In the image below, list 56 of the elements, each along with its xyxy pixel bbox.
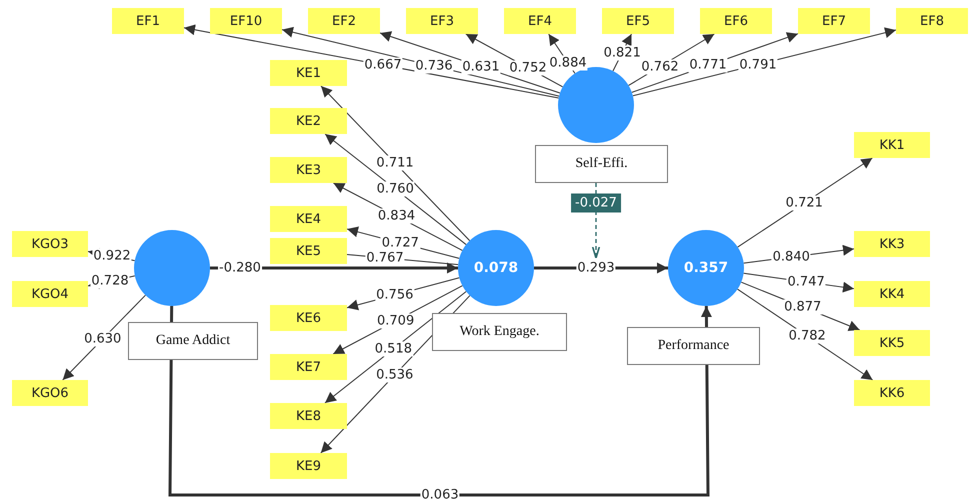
edge-label: 0.536	[375, 368, 414, 382]
indicator-box: KE8	[270, 403, 347, 429]
r-squared-value: 0.078	[472, 259, 520, 277]
indicator-box: EF4	[504, 8, 576, 34]
construct-label: Self-Effi.	[535, 145, 668, 183]
edge-label: 0.884	[548, 56, 588, 70]
edge-label: 0.756	[375, 288, 414, 302]
edge-label: 0.834	[376, 208, 416, 224]
indicator-box: KE9	[270, 453, 347, 479]
indicator-box: EF1	[112, 8, 184, 34]
indicator-box: KE1	[270, 60, 347, 86]
indicator-box: EF8	[896, 8, 968, 34]
arrow	[320, 86, 470, 242]
indicator-box: KE7	[270, 354, 347, 380]
indicator-box: KE3	[270, 157, 347, 183]
indicator-box: KK1	[854, 132, 930, 158]
indicator-box: KK5	[854, 330, 930, 356]
edge-label: 0.821	[602, 45, 642, 60]
edge-label: 0.518	[374, 342, 413, 356]
indicator-box: EF10	[210, 8, 282, 34]
construct-label: Performance	[627, 327, 760, 365]
indicator-box: KGO3	[12, 231, 88, 257]
edge-label: 0.711	[375, 156, 415, 170]
indicator-box: KE2	[270, 108, 347, 134]
edge-label: -0.027	[571, 194, 621, 212]
edge-label: 0.791	[738, 57, 778, 72]
edge-label: 0.736	[414, 58, 454, 74]
edge-label: 0.631	[461, 59, 501, 74]
indicator-box: KE5	[270, 238, 347, 264]
indicator-box: EF6	[700, 8, 772, 34]
indicator-box: KK6	[854, 380, 930, 406]
edge-label: 0.630	[83, 332, 122, 346]
edge-label: 0.709	[376, 314, 416, 328]
indicator-box: EF7	[798, 8, 870, 34]
indicator-box: KE4	[270, 206, 347, 232]
edge-label: 0.721	[784, 196, 824, 210]
edge-label: 0.760	[376, 182, 415, 196]
indicator-box: KE6	[270, 305, 347, 331]
construct-label: Game Addict	[128, 322, 258, 360]
indicator-box: KK4	[854, 281, 930, 307]
edge-label: 0.727	[380, 236, 420, 250]
indicator-box: KGO4	[12, 281, 88, 307]
edge-label: 0.752	[508, 60, 548, 76]
edge-label: 0.782	[788, 328, 827, 344]
edge-label: 0.728	[90, 274, 130, 289]
edge-label: 0.877	[783, 300, 822, 314]
construct-label: Work Engage.	[432, 313, 567, 351]
indicator-box: EF2	[308, 8, 380, 34]
indicator-box: KK3	[854, 231, 930, 257]
r-squared-value: 0.357	[682, 259, 730, 277]
arrow	[324, 134, 467, 246]
indicator-box: EF3	[406, 8, 478, 34]
indicator-box: EF5	[602, 8, 674, 34]
indicator-box: KGO6	[12, 380, 88, 406]
edge-label: 0.771	[688, 58, 728, 73]
edge-label: 0.762	[640, 59, 680, 74]
